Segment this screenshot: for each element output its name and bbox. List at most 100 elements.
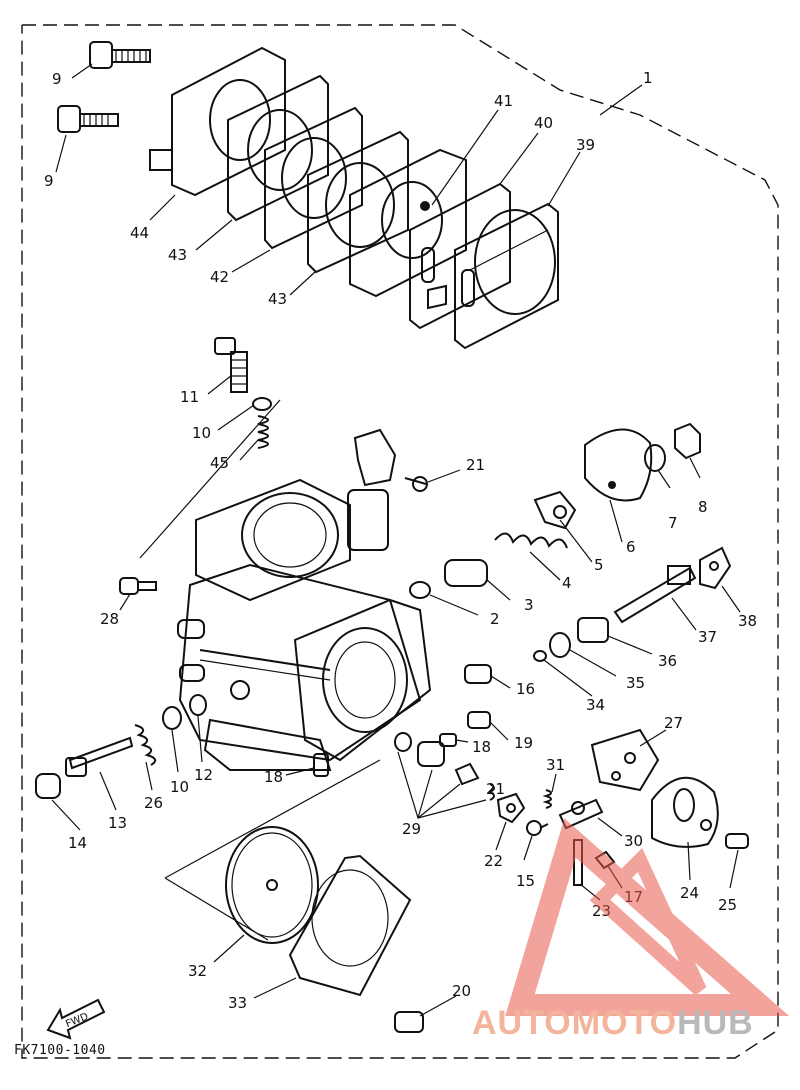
callout-10a: 10 [192,424,211,442]
callout-3: 3 [524,596,534,614]
o-ring-29a [394,732,412,752]
callout-45: 45 [210,454,229,472]
callout-25: 25 [718,896,737,914]
carburetor-body [177,478,432,771]
valve-29b [454,762,480,786]
callout-18b: 18 [264,768,283,786]
callout-42: 42 [210,268,229,286]
gasket-43-rear [307,130,409,274]
clip-38 [699,546,732,590]
leader-lines [51,63,741,1017]
cover-plate-44 [171,46,286,197]
callout-32: 32 [188,962,207,980]
callout-13: 13 [108,814,127,832]
plug-36 [577,617,609,643]
washer-2 [409,581,431,599]
callout-43b: 43 [268,290,287,308]
o-ring-12 [189,694,207,716]
cap-14 [35,773,61,799]
watermark-text: AUTOMOTOHUB [472,1004,754,1043]
callout-15: 15 [516,872,535,890]
gasket-43-front [227,74,329,222]
callout-labels: 1 9 9 44 43 42 43 41 40 39 11 10 45 21 8… [44,69,757,1012]
bracket-22 [496,792,526,824]
watermark-logo-icon [505,818,790,1016]
plate-42 [264,106,363,250]
screw-25 [725,833,749,849]
bracket-5 [533,490,577,530]
cover-27 [590,728,660,792]
o-ring-35 [549,632,571,658]
callout-4: 4 [562,574,572,592]
callout-9b: 9 [44,172,54,190]
gasket-39 [454,202,559,350]
screw-11 [214,337,248,393]
screw-20 [394,1011,424,1033]
lock-washer-7 [644,444,666,472]
nut-8 [674,422,701,460]
spring-31 [542,789,552,809]
watermark-text-secondary: HUB [677,1004,754,1042]
screw-13 [65,736,134,777]
callout-16: 16 [516,680,535,698]
bolt-9-upper [89,41,151,69]
callout-20: 20 [452,982,471,1000]
callout-44: 44 [130,224,149,242]
callout-24: 24 [680,884,699,902]
callout-33: 33 [228,994,247,1012]
spring-21-lower [487,783,495,801]
callout-41: 41 [494,92,513,110]
collar-3 [444,559,488,587]
callout-39: 39 [576,136,595,154]
cover-33 [288,854,412,997]
callout-21b: 21 [486,780,505,798]
ring-34 [533,650,547,662]
screw-19 [467,711,491,729]
callout-40: 40 [534,114,553,132]
callout-36: 36 [658,652,677,670]
spacer-block-41 [349,148,467,298]
callout-28: 28 [100,610,119,628]
needle-valve-37 [613,565,697,624]
diaphragm-32 [225,826,319,944]
spring-45 [257,415,269,449]
callout-6: 6 [626,538,636,556]
callout-21a: 21 [466,456,485,474]
callout-34: 34 [586,696,605,714]
callout-12: 12 [194,766,213,784]
screw-15 [526,820,549,836]
callout-10b: 10 [170,778,189,796]
assembly-frame [21,24,779,1059]
spring-26 [134,724,157,766]
callout-2: 2 [490,610,500,628]
callout-37: 37 [698,628,717,646]
washer-10-lower [162,706,182,730]
watermark-text-primary: AUTOMOTO [472,1004,678,1042]
spring-4 [494,532,568,549]
callout-38: 38 [738,612,757,630]
washer-10-upper [252,397,272,411]
plug-29 [417,741,445,767]
screw-21-upper [404,476,428,492]
lever-plate-6 [584,428,653,502]
screw-18-lower [313,753,329,777]
callout-9a: 9 [52,70,62,88]
callout-30: 30 [624,832,643,850]
fwd-arrow: FWD [46,998,106,1040]
drawing-code: FK7100-1040 [14,1043,106,1058]
bolt-9-lower [57,105,119,133]
callout-8: 8 [698,498,708,516]
callout-14: 14 [68,834,87,852]
jet-16 [464,664,492,684]
cover-24 [651,776,719,848]
stud-nut [149,149,173,171]
callout-27: 27 [664,714,683,732]
bolt-28 [119,577,157,595]
callout-35: 35 [626,674,645,692]
callout-26: 26 [144,794,163,812]
callout-19: 19 [514,734,533,752]
callout-31: 31 [546,756,565,774]
callout-7: 7 [668,514,678,532]
